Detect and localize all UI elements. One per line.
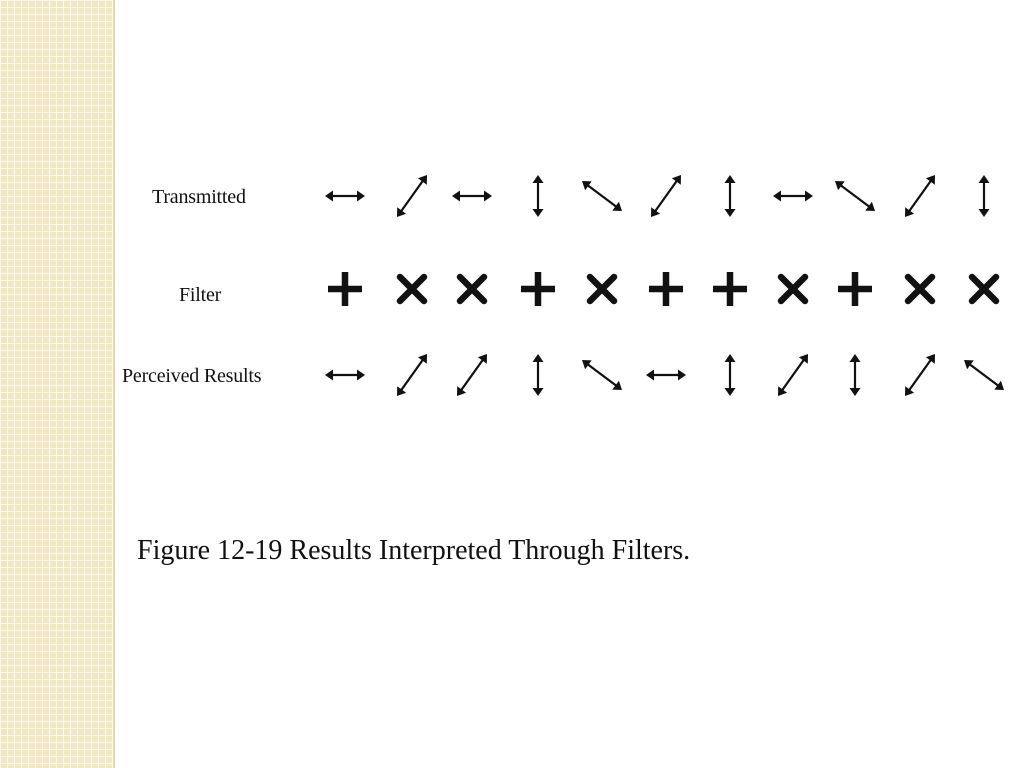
- perceived-results-row: [325, 354, 1004, 396]
- transmitted-arrow-diagonal-up-icon: [651, 175, 681, 217]
- filter-x-icon: [777, 273, 809, 305]
- row-label-perceived-results: Perceived Results: [122, 365, 262, 387]
- perceived-arrow-diagonal-up-icon: [457, 354, 487, 396]
- filter-x-icon: [396, 273, 428, 305]
- transmitted-arrow-horizontal-icon: [325, 190, 365, 202]
- perceived-arrow-diagonal-up-icon: [397, 354, 427, 396]
- perceived-arrow-horizontal-icon: [646, 369, 686, 381]
- transmitted-arrow-vertical-icon: [532, 175, 544, 217]
- perceived-arrow-vertical-icon: [849, 354, 861, 396]
- filter-x-icon: [586, 273, 618, 305]
- perceived-arrow-diagonal-down-icon: [582, 360, 622, 390]
- perceived-arrow-vertical-icon: [724, 354, 736, 396]
- filter-plus-icon: [713, 272, 747, 306]
- perceived-arrow-horizontal-icon: [325, 369, 365, 381]
- row-label-transmitted: Transmitted: [152, 186, 246, 208]
- transmitted-arrow-diagonal-down-icon: [835, 181, 875, 211]
- filter-plus-icon: [521, 272, 555, 306]
- transmitted-row: [325, 175, 990, 217]
- filter-plus-icon: [649, 272, 683, 306]
- perceived-arrow-vertical-icon: [532, 354, 544, 396]
- filter-row: [328, 272, 1000, 306]
- transmitted-arrow-vertical-icon: [978, 175, 990, 217]
- transmitted-arrow-diagonal-down-icon: [582, 181, 622, 211]
- decorative-side-strip: [0, 0, 115, 768]
- filter-plus-icon: [328, 272, 362, 306]
- filter-x-icon: [904, 273, 936, 305]
- transmitted-arrow-vertical-icon: [724, 175, 736, 217]
- figure-caption: Figure 12-19 Results Interpreted Through…: [137, 535, 691, 566]
- filter-x-icon: [968, 273, 1000, 305]
- transmitted-arrow-diagonal-up-icon: [397, 175, 427, 217]
- transmitted-arrow-horizontal-icon: [452, 190, 492, 202]
- row-label-filter: Filter: [179, 284, 222, 306]
- transmitted-arrow-horizontal-icon: [773, 190, 813, 202]
- transmitted-arrow-diagonal-up-icon: [905, 175, 935, 217]
- perceived-arrow-diagonal-up-icon: [905, 354, 935, 396]
- filter-x-icon: [456, 273, 488, 305]
- perceived-arrow-diagonal-up-icon: [778, 354, 808, 396]
- perceived-arrow-diagonal-down-icon: [964, 360, 1004, 390]
- filter-plus-icon: [838, 272, 872, 306]
